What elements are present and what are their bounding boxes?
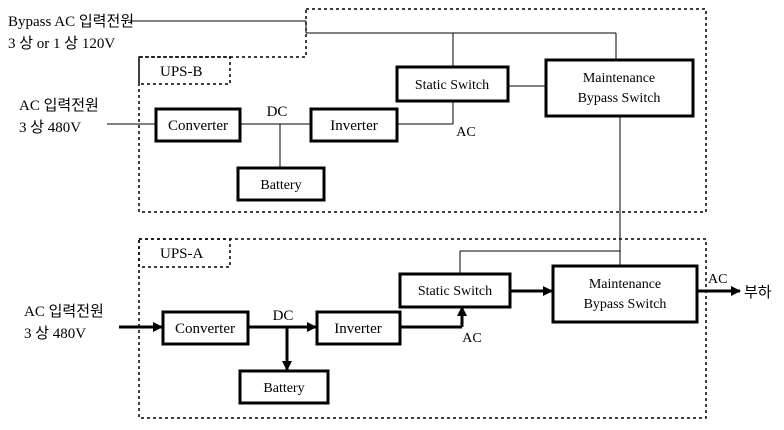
ups-b-converter-label: Converter — [168, 118, 228, 134]
ups-b-battery-box — [236, 166, 326, 202]
ups-a-static-switch-label: Static Switch — [418, 284, 492, 299]
ups-b-ac-input-spec: 3 상 480V — [19, 119, 81, 136]
ups-b-maintenance-bypass-label-1: Maintenance — [583, 71, 655, 86]
ups-a-enclosure — [138, 238, 707, 419]
ups-b-battery-label: Battery — [260, 178, 301, 193]
ups-b-dc-label: DC — [267, 104, 288, 120]
ups-b-ac-input-label: AC 입력전원 — [19, 97, 99, 114]
bypass-input-spec: 3 상 or 1 상 120V — [8, 35, 115, 52]
ups-b-ac-label: AC — [456, 125, 475, 140]
ups-b-title-box — [138, 56, 231, 85]
ups-a-dc-label: DC — [273, 308, 294, 324]
ups-a-output-ac-label: AC — [708, 272, 727, 287]
ups-a-maintenance-bypass-box — [551, 264, 699, 324]
ups-a-converter-box — [161, 310, 250, 346]
ups-b-inverter-label: Inverter — [330, 118, 377, 134]
ups-a-maintenance-bypass-label-2: Bypass Switch — [584, 297, 667, 312]
ups-b-maintenance-bypass-box — [544, 58, 695, 118]
ups-b-converter-box — [154, 107, 242, 143]
ups-a-battery-box — [238, 369, 330, 405]
load-label: 부하 — [744, 284, 772, 301]
ups-a-title-box — [138, 238, 231, 268]
ups-a-ac-label: AC — [462, 331, 481, 346]
ups-a-ac-input-label: AC 입력전원 — [24, 303, 104, 320]
ups-b-title: UPS-B — [160, 64, 203, 80]
ups-a-converter-label: Converter — [175, 321, 235, 337]
ups-a-inverter-box — [315, 310, 402, 346]
ups-b-static-switch-label: Static Switch — [415, 78, 489, 93]
ups-a-static-switch-box — [398, 272, 512, 309]
ups-a-maintenance-bypass-label-1: Maintenance — [589, 277, 661, 292]
ups-b-enclosure — [138, 8, 707, 213]
ups-a-ac-input-spec: 3 상 480V — [24, 325, 86, 342]
ups-b-static-switch-box — [395, 65, 510, 103]
ups-a-inverter-label: Inverter — [334, 321, 381, 337]
ups-a-title: UPS-A — [160, 246, 204, 262]
ups-b-inverter-box — [309, 107, 399, 143]
bypass-input-label: Bypass AC 입력전원 — [8, 13, 134, 30]
ups-b-maintenance-bypass-label-2: Bypass Switch — [578, 91, 661, 106]
ups-a-battery-label: Battery — [263, 381, 304, 396]
